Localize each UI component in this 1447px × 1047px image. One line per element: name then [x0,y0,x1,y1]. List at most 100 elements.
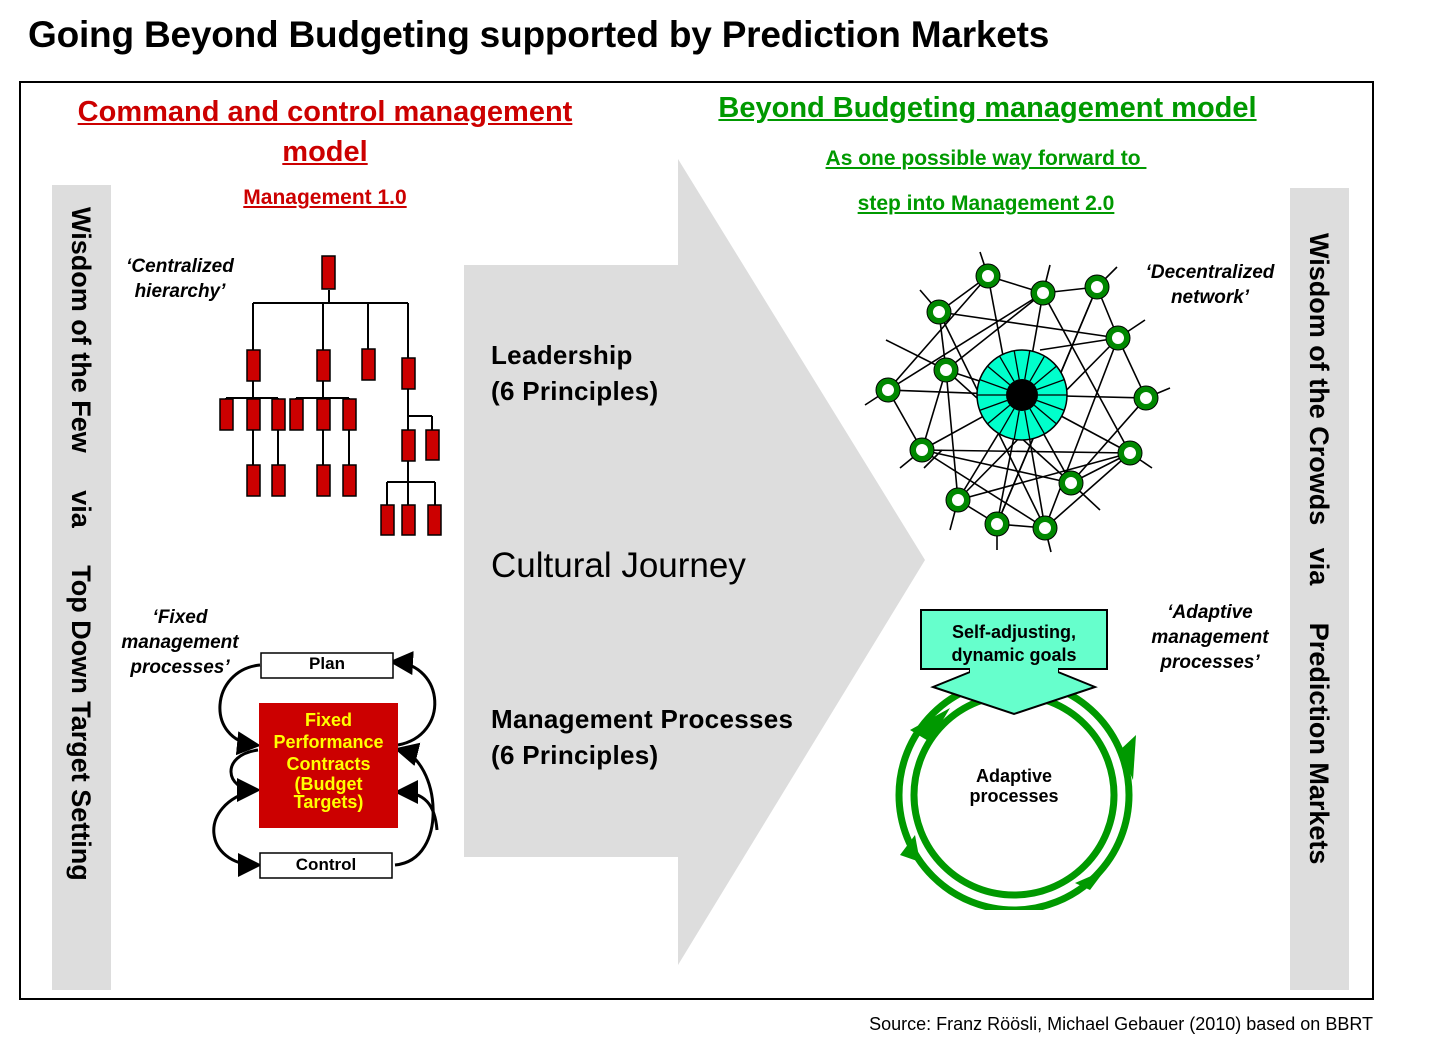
network-node-outline [1105,325,1131,351]
org-node [401,429,416,462]
network-node [1118,441,1142,465]
management-processes-principles: Management Processes (6 Principles) [491,701,793,773]
network-node [876,378,900,402]
org-node [380,504,395,536]
org-node [289,398,304,431]
cycle-arrowhead [910,708,950,742]
diagram-frame [19,81,1374,1000]
network-node [1085,275,1109,299]
right-side-label: Wisdom of the Crowds via Prediction Mark… [1304,233,1334,865]
contracts-to-plan-arrow [389,651,437,747]
fixed-performance-contracts-box: Fixed Performance Contracts (Budget Targ… [259,709,398,811]
network-note-line2: network’ [1170,287,1250,308]
network-node-outline [1084,274,1110,300]
network-node [976,264,1000,288]
control-to-contracts-arrow-1 [394,742,435,867]
fixed-process-cycle [212,651,439,879]
network-hub [976,349,1068,441]
hub-spoke [1029,355,1046,382]
contracts-line: Fixed [304,710,352,730]
org-chart-diagram [219,255,442,536]
network-note-line1: ‘Decentralized [1145,262,1275,283]
network-node-outline [984,511,1010,537]
adaptive-note-line3: processes’ [1160,652,1260,673]
org-node [246,464,261,497]
network-node [946,488,970,512]
left-model-heading: Command and control management model [30,92,620,172]
page-title: Going Beyond Budgeting supported by Pred… [28,14,1050,55]
org-node [219,398,234,431]
org-node [316,349,331,382]
org-node [246,398,261,431]
cycle-line1: Adaptive [975,766,1053,786]
hub-spoke [1036,399,1065,412]
network-node [934,358,958,382]
org-node [401,504,416,536]
org-node [361,348,376,381]
fixed-note-line3: processes’ [130,657,230,678]
adaptive-note-line1: ‘Adaptive [1167,602,1253,623]
cycle-arrowhead [1120,735,1136,780]
right-side-panel: Wisdom of the Crowds via Prediction Mark… [1290,188,1349,990]
org-node-root [321,255,336,290]
adaptive-processes-note: ‘Adaptive management processes’ [1135,600,1285,675]
hub-spoke [979,399,1008,412]
right-subheading-line2: step into Management 2.0 [857,192,1115,215]
plan-to-contracts-arrow [218,663,261,756]
hub-spoke [998,408,1015,435]
network-node-outline [926,299,952,325]
network-node [1134,386,1158,410]
centralized-hierarchy-note: ‘Centralized hierarchy’ [110,254,250,304]
goals-line2: dynamic goals [951,645,1077,665]
org-node [271,464,286,497]
org-node [342,464,357,497]
network-node [985,512,1009,536]
contracts-line: Performance [273,732,384,752]
plan-box: Plan [309,654,345,673]
network-node-outline [875,377,901,403]
control-box: Control [295,855,357,874]
decentralized-network-note: ‘Decentralized network’ [1130,260,1290,310]
hierarchy-note-line1: ‘Centralized [126,256,234,277]
org-node [316,398,331,431]
fixed-processes-note: ‘Fixed management processes’ [105,605,255,680]
network-node [1059,471,1083,495]
hub-spoke [1013,350,1020,380]
network-node-outline [909,437,935,463]
network-node [1033,516,1057,540]
left-side-panel: Wisdom of the Few via Top Down Target Se… [52,185,111,990]
processes-label: Management Processes [491,704,794,734]
contracts-line: (Budget [294,774,363,794]
hub-spoke [1033,404,1057,425]
hub-spoke [998,355,1015,382]
org-node [316,464,331,497]
leadership-principles: Leadership (6 Principles) [491,337,658,409]
cultural-journey-arrow [464,159,925,965]
network-node-outline [1030,280,1056,306]
network-node [910,438,934,462]
network-node [927,300,951,324]
leadership-label: Leadership [491,340,633,370]
network-node-outline [975,263,1001,289]
left-heading-line2: model [282,136,368,168]
network-node [1031,281,1055,305]
network-node-outline [933,357,959,383]
hub-spoke [987,365,1011,386]
org-node [271,398,286,431]
hierarchy-note-line2: hierarchy’ [134,281,226,302]
contracts-line: Contracts [286,754,371,774]
processes-count: (6 Principles) [491,740,659,770]
left-heading-line1: Command and control management [77,96,573,128]
right-model-heading: Beyond Budgeting management model [718,92,1257,124]
hub-spoke [1036,378,1065,391]
cycle-arrowhead [1075,870,1105,890]
hub-spoke [1024,350,1031,380]
source-citation: Source: Franz Röösli, Michael Gebauer (2… [869,1014,1373,1034]
cycle-arrowhead [900,835,920,862]
hub-spoke [1029,408,1046,435]
fixed-note-line2: management [121,632,239,653]
left-side-label: Wisdom of the Few via Top Down Target Se… [66,207,96,881]
self-adjusting-goals-box: Self-adjusting, dynamic goals [921,621,1107,667]
cultural-journey-label: Cultural Journey [491,546,746,585]
org-node [342,398,357,431]
